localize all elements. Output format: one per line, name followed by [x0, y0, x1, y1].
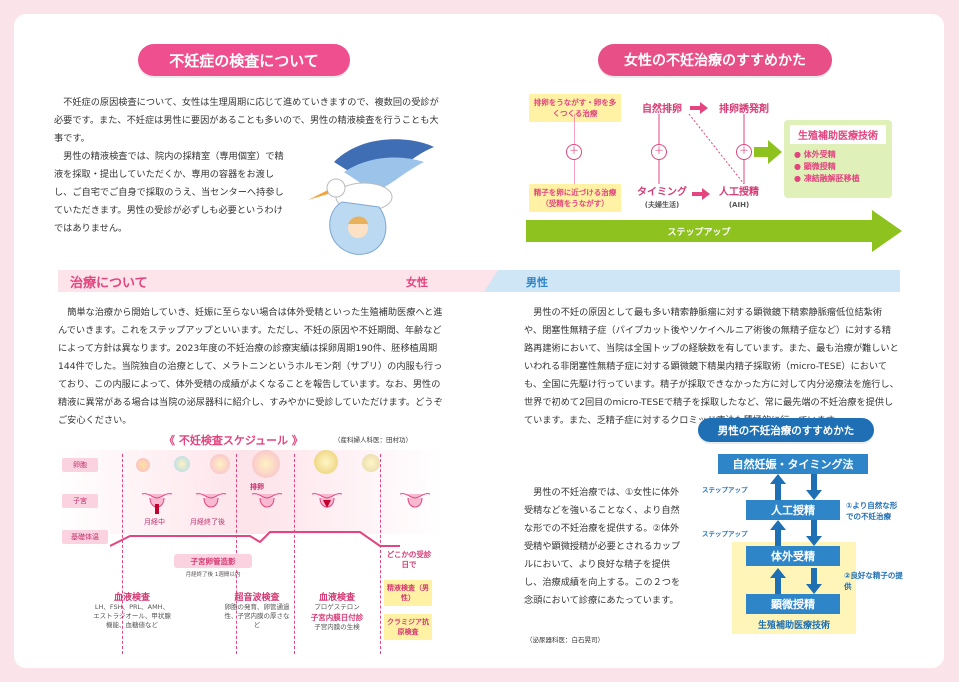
ovulation-label: 排卵	[250, 483, 264, 491]
step-icsi: 顕微授精	[746, 594, 840, 614]
step-up-label: ステップアップ	[667, 228, 731, 238]
plus-icon: ＋	[736, 144, 752, 160]
ovulation-drug: 排卵誘発剤	[719, 104, 769, 115]
natural-ovulation: 自然排卵	[642, 104, 682, 115]
uterus-icon	[399, 493, 431, 508]
treatment-bar-female-label: 女性	[406, 276, 428, 289]
male-treatment-text-2: 男性の不妊治療では、①女性に体外受精などを強いることなく、より自然な形での不妊治…	[524, 487, 681, 606]
uterus-icon	[195, 493, 227, 508]
female-credit: （産科婦人科医：田村功）	[334, 436, 412, 444]
step-ivf: 体外受精	[746, 546, 840, 566]
note-good-sperm: ②良好な精子の提供	[844, 571, 903, 591]
plus-icon: ＋	[566, 144, 582, 160]
step-natural-timing: 自然妊娠・タイミング法	[718, 454, 868, 474]
chlamydia-test-box: クラミジア抗原検査	[384, 614, 432, 640]
anytime-label: どこかの受診日で	[386, 550, 432, 569]
schedule-divider	[122, 454, 123, 654]
arrow-right-icon	[690, 102, 708, 114]
infertility-test-text-2: 男性の精液検査では、院内の採精室（専用個室）で精液を採取・提出していただくか、専…	[54, 151, 284, 234]
row-label-bbt: 基礎体温	[62, 530, 108, 544]
art-title: 生殖補助医療技術	[790, 125, 886, 144]
hsg-test-sub: 月経終了後 1週間以内	[185, 572, 241, 578]
infertility-test-title: 不妊症の検査について	[138, 44, 350, 76]
male-credit: （泌尿器科医：白石晃司）	[526, 636, 604, 644]
infertility-test-text-1: 不妊症の原因検査について、女性は生理周期に応じて進めていきますので、複数回の受診…	[54, 97, 439, 144]
ovulation-treatment-box: 排卵をうながす・卵を多くつくる治療	[529, 94, 621, 122]
uterus-icon	[141, 493, 173, 514]
step-up-label-2: ステップアップ	[702, 530, 748, 538]
uterus-icon	[311, 493, 343, 508]
plus-icon: ＋	[651, 144, 667, 160]
artificial-insemination: 人工授精 (AIH)	[719, 187, 759, 209]
art-box: 生殖補助医療技術 ● 体外受精 ● 顕微授精 ● 凍結融解胚移植	[784, 120, 892, 198]
art-item-ivf: ● 体外受精	[794, 150, 836, 159]
timing-method: タイミング (夫婦生活)	[637, 187, 687, 209]
treatment-bar-female	[58, 270, 498, 292]
corpus-luteum-icon	[362, 454, 380, 472]
follicle-icon	[210, 454, 230, 474]
follicle-icon	[136, 458, 150, 472]
note-natural: ①より自然な形での不妊治療	[846, 501, 898, 521]
arrow-right-icon	[754, 140, 782, 164]
art-item-icsi: ● 顕微授精	[794, 162, 836, 171]
step-up-label-1: ステップアップ	[702, 486, 748, 494]
treatment-bar-male	[484, 270, 900, 292]
schedule-divider	[380, 454, 381, 654]
semen-test-box: 精液検査（男性）	[384, 580, 432, 606]
art-region-label: 生殖補助医療技術	[757, 621, 830, 631]
treatment-bar-male-label: 男性	[526, 276, 548, 289]
hsg-test: 子宮卵管造影	[174, 554, 252, 568]
female-treatment-text: 簡単な治療から開始していき、妊娠に至らない場合は体外受精といった生殖補助医療へと…	[58, 307, 443, 426]
treatment-bar-title: 治療について	[70, 276, 148, 291]
step-up-arrow	[526, 210, 902, 252]
row-label-follicle: 卵胞	[62, 458, 98, 472]
female-treatment-title: 女性の不妊治療のすすめかた	[598, 44, 832, 76]
blood-test-1: 血液検査 LH、FSH、PRL、AMH、エストラジオール、甲状腺機能、血糖値など	[93, 593, 171, 629]
sperm-treatment-box: 精子を卵に近づける治療（受精をうながす）	[529, 184, 621, 212]
step-artificial-insemination: 人工授精	[746, 500, 840, 520]
basal-body-temperature-line	[110, 531, 400, 547]
follicle-icon	[252, 450, 280, 478]
follicle-icon	[174, 456, 190, 472]
period-end-label: 月経終了後	[190, 518, 225, 526]
period-label: 月経中	[144, 518, 165, 526]
blood-test-2: 血液検査 プロゲステロン 子宮内膜日付診 子宮内膜の生検	[310, 593, 364, 631]
stork-illustration	[308, 139, 434, 255]
arrow-right-icon	[692, 188, 710, 200]
male-treatment-title: 男性の不妊治療のすすめかた	[698, 418, 874, 442]
row-label-uterus: 子宮	[62, 494, 98, 508]
uterus-icon	[251, 493, 283, 508]
step-arrows	[770, 474, 822, 594]
schedule-title: 《 不妊検査スケジュール 》	[164, 434, 303, 447]
ultrasound-test: 超音波検査 卵胞の発育、卵管通過性、子宮内膜の厚さなど	[224, 593, 290, 629]
art-item-fet: ● 凍結融解胚移植	[794, 174, 860, 183]
page-card: 不妊症の検査について 不妊症の原因検査について、女性は生理周期に応じて進めていき…	[14, 14, 944, 668]
schedule-divider	[294, 454, 295, 654]
male-treatment-text-1: 男性の不妊の原因として最も多い精索静脈瘤に対する顕微鏡下精索静脈瘤低位結紮術や、…	[524, 307, 899, 426]
corpus-luteum-icon	[314, 450, 338, 474]
